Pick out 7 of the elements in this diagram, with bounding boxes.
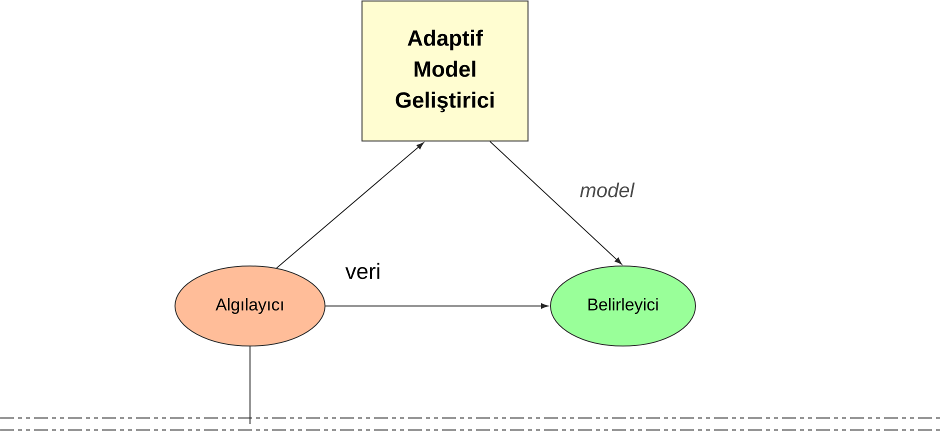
bus-line <box>0 417 940 431</box>
arrow <box>325 303 548 309</box>
edge-label: veri <box>345 262 380 280</box>
arrow <box>276 142 424 269</box>
edge-label: model <box>580 182 635 198</box>
process-box: Adaptif Model Geliştirici <box>362 0 528 142</box>
arrow <box>490 141 622 264</box>
